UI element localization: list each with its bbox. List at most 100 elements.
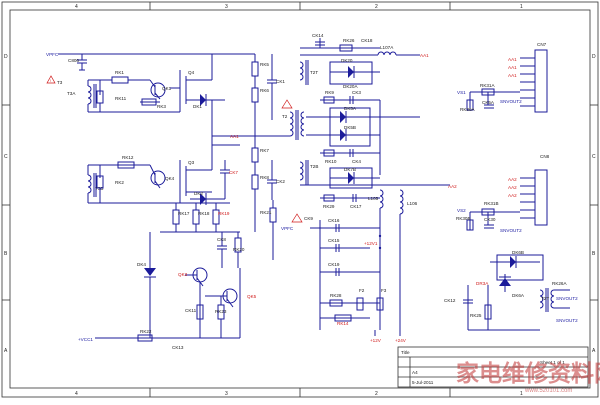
label-dk1: DK1 bbox=[193, 104, 202, 109]
warning-icon bbox=[46, 75, 56, 84]
net-dr-a: DR3A bbox=[476, 281, 489, 286]
label-rk28: RK28 bbox=[330, 293, 342, 298]
label-ck4: CK4 bbox=[352, 159, 361, 164]
zone-bottom-1: 1 bbox=[520, 391, 523, 397]
diodes-dk5 bbox=[306, 107, 420, 147]
transistor-qk4 bbox=[149, 164, 166, 189]
diodes-dk6 bbox=[490, 254, 544, 292]
label-cn7: CN7 bbox=[537, 42, 547, 47]
zone-left-d: D bbox=[4, 54, 8, 60]
resistor-rk20 bbox=[234, 232, 242, 268]
label-dk20a: DK20A bbox=[343, 84, 358, 89]
rk28-f2-f3 bbox=[320, 297, 384, 322]
label-q3: Q3 bbox=[188, 160, 195, 165]
cap-ck2 bbox=[267, 160, 277, 200]
net-vcc1: +VCC1 bbox=[78, 337, 93, 342]
title-date: 5-Jul-2011 bbox=[412, 380, 434, 385]
cn7-pin-aa1-c: AA1 bbox=[508, 73, 517, 78]
label-rk2: RK2 bbox=[115, 180, 124, 185]
label-ck14: CK14 bbox=[312, 33, 324, 38]
feedback-cn7 bbox=[466, 88, 520, 111]
net-vs-b: VS2 bbox=[457, 208, 466, 213]
zone-right-a: A bbox=[592, 348, 596, 354]
label-rk14: RK14 bbox=[337, 321, 349, 326]
zone-bottom-4: 4 bbox=[75, 391, 78, 397]
label-q4: Q4 bbox=[188, 70, 195, 75]
label-t3: T3 bbox=[57, 80, 63, 85]
rk9-ck3-block bbox=[320, 96, 381, 175]
resistor-rk2 bbox=[96, 165, 104, 203]
cap-ck8 bbox=[217, 232, 227, 268]
rk29-ck17 bbox=[320, 194, 380, 202]
resistor-rk3 bbox=[140, 98, 160, 106]
warning-icon-t2 bbox=[281, 99, 293, 109]
label-rk19: RK19 bbox=[218, 211, 230, 216]
warning-icon-ck9 bbox=[291, 213, 303, 223]
transformer-t2-top bbox=[299, 60, 309, 85]
label-rk7: RK7 bbox=[260, 148, 269, 153]
label-t2: T2 bbox=[282, 114, 288, 119]
label-dk7b: DK7B bbox=[344, 167, 356, 172]
cap-ck7 bbox=[220, 160, 230, 199]
label-rk23: RK23 bbox=[215, 309, 227, 314]
transistor-qk1 bbox=[149, 79, 166, 100]
label-rk30a: RK30A bbox=[460, 107, 475, 112]
label-rk18: RK18 bbox=[198, 211, 210, 216]
net-12v: +12V bbox=[370, 338, 382, 343]
rk10-ck4-block bbox=[320, 149, 380, 157]
cap-c806 bbox=[77, 54, 87, 71]
watermark-logo: 家电维修资料网 bbox=[456, 360, 600, 386]
label-rk21: RK21 bbox=[260, 210, 272, 215]
net-snv-d: SNVOUT2 bbox=[556, 318, 578, 323]
label-f2: F2 bbox=[359, 288, 365, 293]
resistor-rk1 bbox=[110, 76, 150, 84]
label-ck30: CK30 bbox=[484, 217, 496, 222]
transistor-qk3 bbox=[185, 267, 208, 287]
label-ck13: CK13 bbox=[172, 345, 184, 350]
resistors-rk17-rk19 bbox=[160, 202, 240, 233]
title-block bbox=[397, 346, 589, 388]
mosfet-q3 bbox=[179, 145, 213, 203]
zone-right-d: D bbox=[592, 54, 596, 60]
connector-cn8 bbox=[520, 169, 548, 226]
transistor-qk5 bbox=[205, 288, 238, 308]
ck12-rk25 bbox=[463, 285, 540, 331]
label-l106: L106 bbox=[407, 201, 418, 206]
cn8-pin-aa2-c: AA2 bbox=[508, 193, 517, 198]
label-dk6a: DK6A bbox=[512, 293, 525, 298]
label-rk9: RK9 bbox=[325, 90, 334, 95]
label-rk10: RK10 bbox=[325, 159, 337, 164]
transformer-t2-main bbox=[289, 110, 305, 140]
label-l107: L107A bbox=[380, 45, 394, 50]
label-qk4: QK4 bbox=[165, 176, 175, 181]
resistor-rk11 bbox=[96, 80, 104, 112]
label-rk8: RK8 bbox=[260, 175, 269, 180]
resistor-rk21 bbox=[269, 200, 277, 260]
net-snv-a: SNVOUT2 bbox=[500, 99, 522, 104]
midrail-aa1 bbox=[211, 100, 290, 146]
label-rk30b: RK30B bbox=[456, 216, 471, 221]
cn8-pin-aa2-a: AA2 bbox=[508, 177, 517, 182]
title-sheet: Sheet 1 of 1 bbox=[540, 360, 565, 365]
connector-cn7 bbox=[520, 49, 548, 113]
label-t2b: T2B bbox=[310, 164, 318, 169]
inner-border bbox=[9, 9, 591, 389]
net-aa1: AA1 bbox=[420, 53, 429, 58]
diode-dk1 bbox=[190, 94, 225, 106]
label-ck17: CK17 bbox=[350, 204, 362, 209]
label-ck2: CK2 bbox=[276, 179, 285, 184]
label-qk5: QK5 bbox=[247, 294, 257, 299]
cn7-pin-aa1-b: AA1 bbox=[508, 65, 517, 70]
transformer-t3a bbox=[87, 79, 180, 113]
label-rk31b: RK31B bbox=[484, 201, 499, 206]
label-ck5a: CK5A bbox=[482, 100, 495, 105]
label-ck3: CK3 bbox=[352, 90, 361, 95]
output-filter-caps bbox=[310, 220, 380, 330]
label-dk20: DK20 bbox=[341, 58, 353, 63]
transformer-t2-bottom bbox=[299, 160, 309, 185]
label-ck16: CK16 bbox=[328, 218, 340, 223]
label-rk1: RK1 bbox=[115, 70, 124, 75]
zone-top-2: 2 bbox=[375, 4, 378, 10]
label-ck18: CK18 bbox=[361, 38, 373, 43]
